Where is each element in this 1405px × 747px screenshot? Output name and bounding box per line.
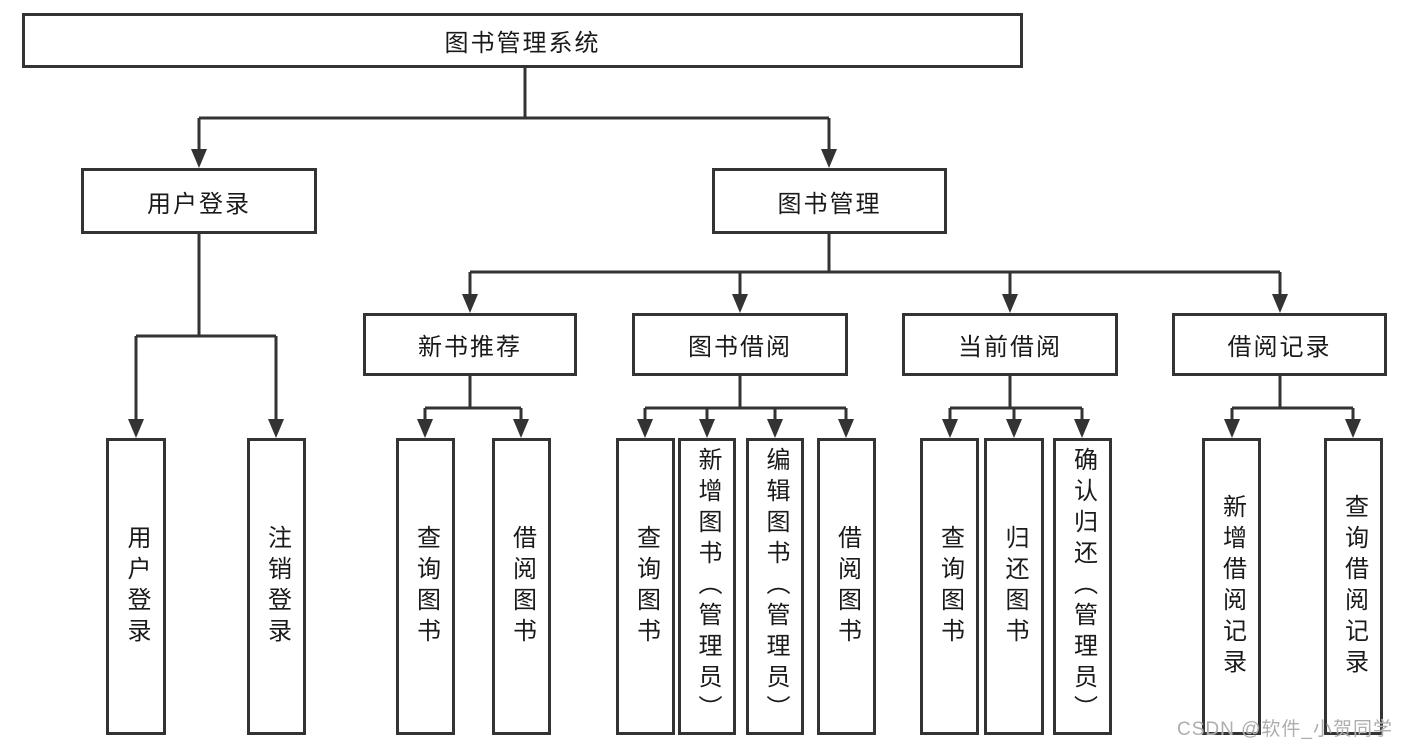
node-current-borrow-label: 当前借阅 — [958, 334, 1062, 361]
leaf-edit-books-admin-label: 编辑图书（管理员） — [762, 447, 789, 726]
node-book-management-label: 图书管理 — [777, 190, 882, 218]
leaf-confirm-return-admin: 确认归还（管理员） — [1053, 438, 1112, 735]
node-new-book-recommend: 新书推荐 — [363, 313, 577, 376]
leaf-logout-label: 注销登录 — [263, 524, 291, 649]
leaf-user-login-label: 用户登录 — [123, 524, 150, 649]
leaf-return-books-label: 归还图书 — [1001, 524, 1028, 649]
node-user-login: 用户登录 — [81, 168, 317, 234]
leaf-add-borrow-record-label: 新增借阅记录 — [1218, 493, 1246, 680]
csdn-watermark: CSDN @软件_小贺同学 — [1177, 719, 1393, 740]
arrowheads — [128, 149, 1361, 438]
node-new-book-recommend-label: 新书推荐 — [418, 334, 522, 361]
leaf-borrow-books-recommend-label: 借阅图书 — [508, 524, 536, 649]
leaf-query-books-borrow-label: 查询图书 — [632, 524, 660, 649]
leaf-borrow-books-label: 借阅图书 — [833, 524, 861, 649]
node-root-system: 图书管理系统 — [22, 13, 1023, 68]
leaf-logout: 注销登录 — [247, 438, 306, 735]
node-user-login-label: 用户登录 — [147, 190, 251, 218]
leaf-user-login: 用户登录 — [106, 438, 166, 735]
node-book-management: 图书管理 — [712, 168, 947, 234]
node-root-system-label: 图书管理系统 — [444, 30, 601, 57]
node-borrow-records-label: 借阅记录 — [1227, 334, 1332, 361]
leaf-add-books-admin-label: 新增图书（管理员） — [694, 447, 721, 726]
leaf-query-books-borrow: 查询图书 — [616, 438, 675, 735]
node-borrow-records: 借阅记录 — [1172, 313, 1387, 376]
node-book-borrow-label: 图书借阅 — [688, 334, 792, 361]
leaf-edit-books-admin: 编辑图书（管理员） — [746, 438, 804, 735]
leaf-query-books-current-label: 查询图书 — [936, 524, 964, 649]
leaf-query-borrow-record: 查询借阅记录 — [1324, 438, 1383, 735]
node-book-borrow: 图书借阅 — [632, 313, 848, 376]
leaf-borrow-books-recommend: 借阅图书 — [492, 438, 551, 735]
leaf-add-books-admin: 新增图书（管理员） — [678, 438, 736, 735]
leaf-return-books: 归还图书 — [984, 438, 1044, 735]
leaf-query-borrow-record-label: 查询借阅记录 — [1340, 493, 1368, 680]
leaf-query-books-recommend: 查询图书 — [396, 438, 455, 735]
leaf-query-books-recommend-label: 查询图书 — [412, 524, 440, 649]
leaf-confirm-return-admin-label: 确认归还（管理员） — [1069, 447, 1097, 726]
node-current-borrow: 当前借阅 — [902, 313, 1118, 376]
leaf-borrow-books: 借阅图书 — [817, 438, 876, 735]
leaf-query-books-current: 查询图书 — [920, 438, 979, 735]
leaf-add-borrow-record: 新增借阅记录 — [1202, 438, 1261, 735]
